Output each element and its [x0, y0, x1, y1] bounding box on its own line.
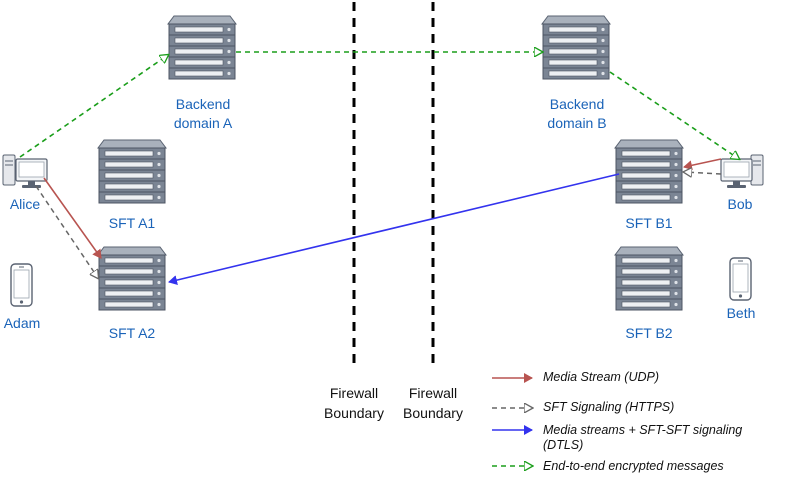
- sft-b1-label: SFT B1: [625, 215, 673, 231]
- backend-a-label: Backend domain A: [173, 96, 233, 131]
- sft-b2-server-icon: [614, 246, 684, 311]
- sft-a1-label: SFT A1: [108, 215, 156, 231]
- e2e-backend-b-to-bob: [609, 71, 739, 159]
- media-sft-sft-b1-to-a2: [168, 173, 620, 285]
- sft-b2-label: SFT B2: [625, 325, 673, 341]
- legend-media-sft-sft-text: Media streams + SFT-SFT signaling (DTLS): [543, 423, 743, 452]
- beth-label: Beth: [726, 305, 756, 321]
- sft-b1-server-icon: [614, 139, 684, 204]
- sft-signaling-bob-to-sft-b1: [684, 172, 722, 174]
- bob-label: Bob: [727, 196, 753, 212]
- alice-label: Alice: [9, 196, 41, 212]
- e2e-alice-to-backend-a: [19, 55, 168, 158]
- sft-a2-server-icon: [97, 246, 167, 311]
- legend-media-stream-text: Media Stream (UDP): [543, 370, 659, 384]
- backend-b-server-icon: [541, 15, 611, 80]
- firewall-boundary-right-label: Firewall Boundary: [403, 385, 463, 421]
- adam-label: Adam: [3, 315, 41, 331]
- alice-computer-icon: [2, 154, 48, 188]
- sft-a2-label: SFT A2: [108, 325, 156, 341]
- legend-e2e-messages-text: End-to-end encrypted messages: [543, 459, 724, 473]
- firewall-boundary-left-label: Firewall Boundary: [324, 385, 384, 421]
- legend-sft-signaling-text: SFT Signaling (HTTPS): [543, 400, 675, 414]
- sft-signaling-alice-to-sft-a2: [35, 185, 98, 278]
- bob-computer-icon: [720, 154, 764, 188]
- backend-b-label: Backend domain B: [547, 96, 607, 131]
- backend-a-server-icon: [167, 15, 237, 80]
- adam-phone-icon: [10, 263, 33, 307]
- beth-phone-icon: [729, 257, 752, 301]
- media-stream-alice-to-sft-a2: [43, 177, 102, 259]
- media-stream-bob-to-sft-b1: [683, 158, 722, 171]
- sft-a1-server-icon: [97, 139, 167, 204]
